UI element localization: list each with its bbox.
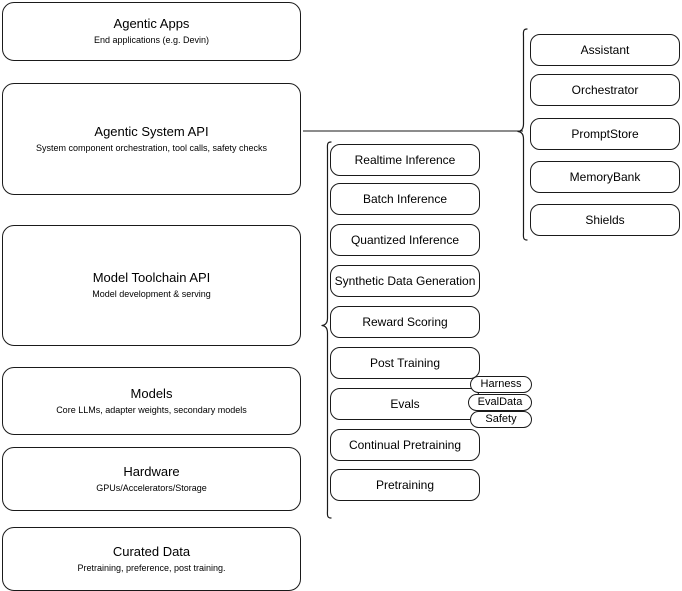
component-promptstore[interactable]: PromptStore: [530, 118, 680, 150]
component-label: Reward Scoring: [362, 314, 448, 329]
component-continual-pretraining[interactable]: Continual Pretraining: [330, 429, 480, 461]
layer-agentic-system-api[interactable]: Agentic System API System component orch…: [2, 83, 301, 195]
layer-subtitle: End applications (e.g. Devin): [93, 35, 210, 45]
badge-safety[interactable]: Safety: [470, 411, 532, 428]
component-reward-scoring[interactable]: Reward Scoring: [330, 306, 480, 338]
component-label: PromptStore: [571, 126, 639, 141]
layer-title: Hardware: [123, 463, 180, 479]
badge-evaldata[interactable]: EvalData: [468, 394, 532, 411]
component-label: Quantized Inference: [350, 232, 460, 247]
badge-harness[interactable]: Harness: [470, 376, 532, 393]
badge-label: Harness: [480, 378, 522, 390]
component-memorybank[interactable]: MemoryBank: [530, 161, 680, 193]
component-label: Synthetic Data Generation: [334, 273, 476, 288]
component-batch-inference[interactable]: Batch Inference: [330, 183, 480, 215]
layer-models[interactable]: Models Core LLMs, adapter weights, secon…: [2, 367, 301, 435]
component-realtime-inference[interactable]: Realtime Inference: [330, 144, 480, 176]
component-label: Continual Pretraining: [348, 437, 462, 452]
component-label: Batch Inference: [362, 191, 448, 206]
component-label: Orchestrator: [571, 82, 639, 97]
layer-title: Agentic System API: [94, 123, 209, 139]
component-pretraining[interactable]: Pretraining: [330, 469, 480, 501]
component-label: Assistant: [580, 42, 630, 57]
component-label: Shields: [585, 212, 625, 227]
layer-subtitle: Model development & serving: [92, 289, 211, 299]
layer-model-toolchain-api[interactable]: Model Toolchain API Model development & …: [2, 225, 301, 346]
layer-title: Models: [130, 385, 173, 401]
component-evals[interactable]: Evals: [330, 388, 480, 420]
layer-title: Curated Data: [112, 543, 191, 559]
component-label: Evals: [390, 396, 420, 411]
badge-label: EvalData: [477, 396, 523, 408]
layer-subtitle: System component orchestration, tool cal…: [35, 142, 268, 153]
component-label: Pretraining: [375, 477, 435, 492]
component-synthetic-data-generation[interactable]: Synthetic Data Generation: [330, 265, 480, 297]
layer-title: Model Toolchain API: [92, 270, 211, 285]
component-quantized-inference[interactable]: Quantized Inference: [330, 224, 480, 256]
layer-hardware[interactable]: Hardware GPUs/Accelerators/Storage: [2, 447, 301, 511]
badge-label: Safety: [485, 413, 517, 425]
component-label: Realtime Inference: [354, 152, 456, 167]
component-label: Post Training: [369, 355, 441, 370]
component-post-training[interactable]: Post Training: [330, 347, 480, 379]
component-label: MemoryBank: [569, 169, 641, 184]
component-orchestrator[interactable]: Orchestrator: [530, 74, 680, 106]
layer-curated-data[interactable]: Curated Data Pretraining, preference, po…: [2, 527, 301, 591]
layer-title: Agentic Apps: [113, 16, 190, 31]
layer-agentic-apps[interactable]: Agentic Apps End applications (e.g. Devi…: [2, 2, 301, 61]
layer-subtitle: Core LLMs, adapter weights, secondary mo…: [56, 404, 247, 415]
layer-subtitle: GPUs/Accelerators/Storage: [96, 482, 207, 493]
component-assistant[interactable]: Assistant: [530, 34, 680, 66]
layer-subtitle: Pretraining, preference, post training.: [77, 562, 226, 573]
component-shields[interactable]: Shields: [530, 204, 680, 236]
